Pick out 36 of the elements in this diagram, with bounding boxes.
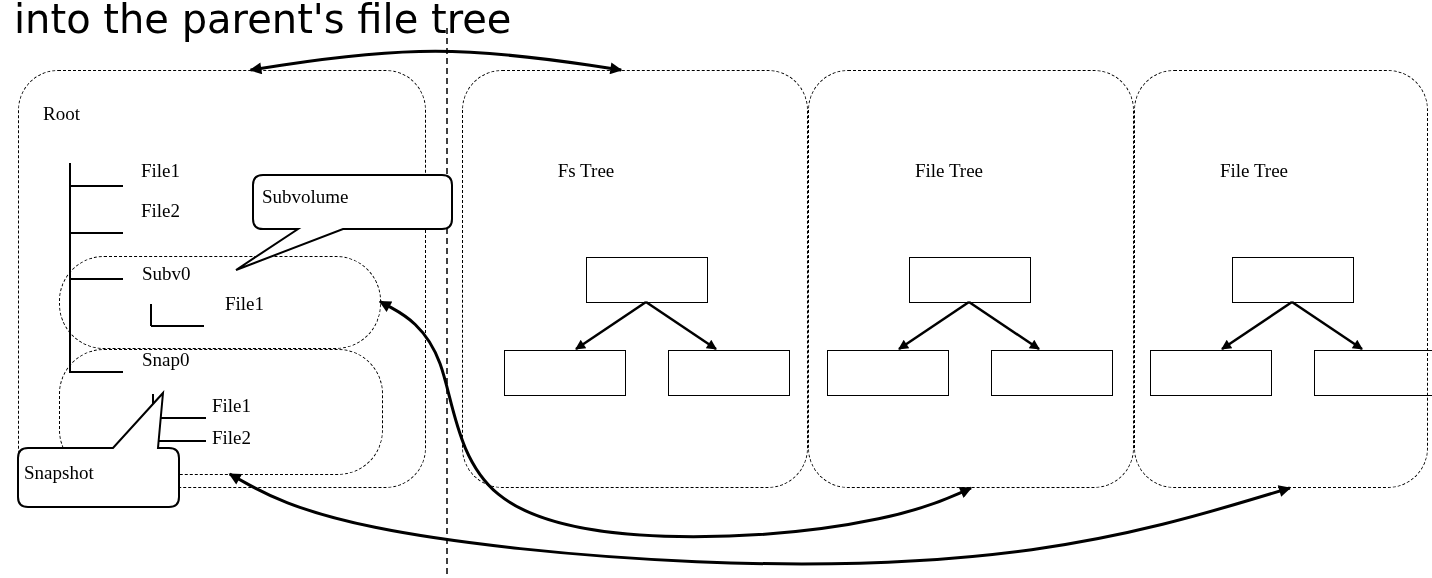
arrow	[575, 300, 647, 351]
node-label: File Tree	[1219, 161, 1289, 182]
callout-text: Snapshot	[24, 463, 94, 484]
file-label: File1	[141, 161, 181, 182]
tree-node-box	[1314, 350, 1432, 396]
heading: into the parent's file tree	[14, 0, 512, 42]
callout-bubble	[18, 392, 180, 508]
file-label: File1	[212, 396, 252, 417]
node-label: Fs Tree	[557, 161, 615, 182]
callout-bubble	[233, 175, 453, 271]
tree-panel	[462, 70, 808, 488]
node-label: Root	[43, 104, 80, 125]
tree-node-box	[827, 350, 949, 396]
arrow	[898, 300, 970, 351]
tree-node-box	[991, 350, 1113, 396]
node-label: File Tree	[914, 161, 984, 182]
arrow	[249, 49, 623, 75]
tree-panel	[808, 70, 1134, 488]
file-label: File2	[141, 201, 181, 222]
tree-node-box	[909, 257, 1031, 303]
tree-node-box	[668, 350, 790, 396]
arrow	[1221, 300, 1293, 351]
file-label: File2	[212, 428, 252, 449]
arrow	[968, 300, 1040, 351]
arrow	[228, 472, 1291, 566]
callout-text: Subvolume	[262, 187, 349, 208]
tree-node-box	[504, 350, 626, 396]
tree-node-box	[1232, 257, 1354, 303]
arrow	[1291, 300, 1363, 351]
tree-node-box	[586, 257, 708, 303]
arrow	[645, 300, 717, 351]
node-label: Snap0	[142, 350, 190, 371]
node-label: Subv0	[142, 264, 191, 285]
arrow	[378, 300, 973, 539]
tree-node-box	[1150, 350, 1272, 396]
file-label: File1	[225, 294, 265, 315]
